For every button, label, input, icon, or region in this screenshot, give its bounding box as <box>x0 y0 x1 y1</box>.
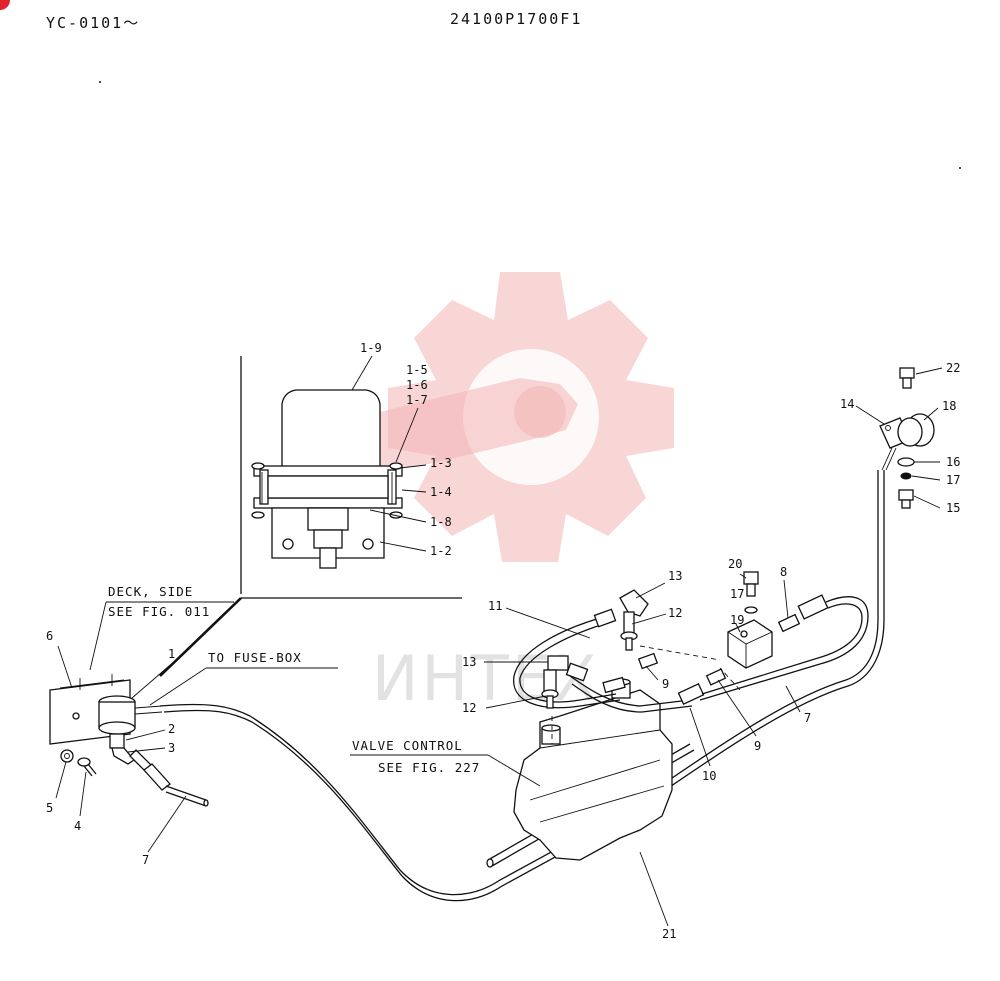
callout-12-lower: 12 <box>462 701 476 715</box>
callout-1-9: 1-9 <box>360 341 382 355</box>
hose-right-outer <box>701 603 863 695</box>
hose-11-outer <box>519 623 617 703</box>
washer-stack-part <box>897 457 915 509</box>
valve-control-part <box>513 678 673 861</box>
callout-8: 8 <box>780 565 787 579</box>
callout-11: 11 <box>488 599 502 613</box>
header-model-range: YC-0101～ <box>46 14 140 32</box>
callout-3: 3 <box>168 741 175 755</box>
callout-1-5: 1-5 <box>406 363 428 377</box>
wire-harness <box>159 470 879 896</box>
corner-mark <box>0 0 10 10</box>
callout-19: 19 <box>730 613 744 627</box>
main-switch-part <box>98 695 163 765</box>
inset-frame <box>159 356 462 677</box>
callout-13-lower: 13 <box>462 655 476 669</box>
hose-right-part <box>699 596 869 701</box>
hose-left-part <box>129 749 209 807</box>
callout-20: 20 <box>728 557 742 571</box>
watermark-text: ИНТЕХ <box>372 642 600 715</box>
callout-1-3: 1-3 <box>430 456 452 470</box>
callout-1-7: 1-7 <box>406 393 428 407</box>
callout-5: 5 <box>46 801 53 815</box>
callout-4: 4 <box>74 819 81 833</box>
note-deck-side: DECK, SIDE <box>108 584 193 599</box>
pressure-switch-part <box>879 413 935 471</box>
callout-10: 10 <box>702 769 716 783</box>
callout-1: 1 <box>168 647 175 661</box>
callout-16: 16 <box>946 455 960 469</box>
hose-10-outer <box>571 683 693 713</box>
callout-1-2: 1-2 <box>430 544 452 558</box>
callout-1-8: 1-8 <box>430 515 452 529</box>
callout-17-left: 17 <box>730 587 744 601</box>
callout-7-left: 7 <box>142 853 149 867</box>
inset-leaders <box>351 355 427 552</box>
callout-7-right: 7 <box>804 711 811 725</box>
note-see-fig-011: SEE FIG. 011 <box>108 604 210 619</box>
callout-9-right: 9 <box>754 739 761 753</box>
callout-1-4: 1-4 <box>430 485 452 499</box>
header-drawing-number: 24100P1700F1 <box>450 10 582 28</box>
relay-detail-part <box>251 389 403 569</box>
fittings-group <box>541 589 829 709</box>
bolt-20-part <box>743 571 759 614</box>
note-to-fuse-box: TO FUSE-BOX <box>208 650 302 665</box>
note-see-fig-227: SEE FIG. 227 <box>378 760 480 775</box>
callout-18: 18 <box>942 399 956 413</box>
bolt-part <box>77 757 97 777</box>
callout-14: 14 <box>840 397 854 411</box>
hose-10 <box>569 675 691 707</box>
main-leaders <box>55 367 943 927</box>
callout-15: 15 <box>946 501 960 515</box>
callout-2: 2 <box>168 722 175 736</box>
callout-6: 6 <box>46 629 53 643</box>
callout-9-left: 9 <box>662 677 669 691</box>
callout-1-6: 1-6 <box>406 378 428 392</box>
hose-11 <box>513 617 621 709</box>
callout-21: 21 <box>662 927 676 941</box>
callout-22: 22 <box>946 361 960 375</box>
bolt-22-part <box>899 367 915 389</box>
callout-17-right: 17 <box>946 473 960 487</box>
callout-13-upper: 13 <box>668 569 682 583</box>
wire-harness-outer <box>163 470 885 902</box>
junction-block-part <box>727 619 773 669</box>
callout-12-upper: 12 <box>668 606 682 620</box>
nut-part <box>60 749 74 763</box>
note-valve-control: VALVE CONTROL <box>352 738 463 753</box>
